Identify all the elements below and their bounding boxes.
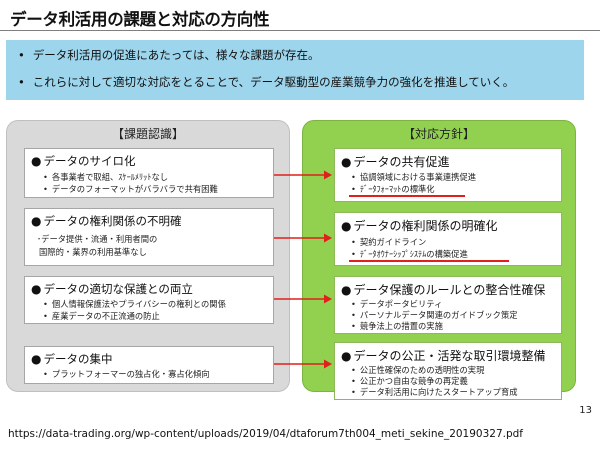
policy-item-text: データ利活用に向けたスタートアップ育成 (359, 387, 518, 397)
policy-item: •パーソナルデータ関連のガイドブック策定 (351, 309, 518, 321)
title-divider (0, 30, 600, 31)
issue-item: •データのフォーマットがバラバラで共有困難 (43, 183, 218, 195)
issue-title-text: データのサイロ化 (43, 154, 136, 168)
policy-item: •ﾃﾞｰﾀｵｳﾅｰｼｯﾌﾟｼｽﾃﾑの構築促進 (351, 248, 468, 260)
policy-card-protection: ●データ保護のルールとの整合性確保 •データポータビリティ •パーソナルデータ関… (334, 276, 562, 334)
policy-item: •協調領域における事業連携促進 (351, 171, 476, 183)
policy-item-text: 契約ガイドライン (359, 237, 427, 247)
summary-bullet: • (18, 48, 25, 62)
card-marker: ● (31, 154, 42, 168)
issue-title: ●データの集中 (31, 351, 112, 367)
summary-box: • データ利活用の促進にあたっては、様々な課題が存在。 • これらに対して適切な対応… (6, 40, 584, 100)
arrow-right-icon (274, 359, 332, 369)
policy-item: •データポータビリティ (351, 298, 442, 310)
summary-line-1: • データ利活用の促進にあたっては、様々な課題が存在。 (18, 47, 320, 63)
policy-title-text: データの共有促進 (353, 155, 450, 169)
issues-header: 【課題認識】 (111, 127, 184, 141)
item-bullet: • (351, 321, 356, 331)
page-title: データ利活用の課題と対応の方向性 (10, 10, 270, 29)
card-marker: ● (341, 349, 352, 363)
policy-item: •契約ガイドライン (351, 236, 426, 248)
policy-item-text: ﾃﾞｰﾀﾌｫｰﾏｯﾄの標準化 (359, 184, 435, 194)
arrow-right-icon (274, 233, 332, 243)
issue-item: •各事業者で取組、ｽｹｰﾙﾒﾘｯﾄなし (43, 171, 168, 183)
item-bullet: • (351, 376, 356, 386)
policy-item: •データ利活用に向けたスタートアップ育成 (351, 386, 518, 398)
issue-card-protection: ●データの適切な保護との両立 •個人情報保護法やプライバシーの権利との関係 •産… (24, 276, 274, 324)
issue-item-text: 産業データの不正流通の防止 (51, 311, 160, 321)
policy-item-text: パーソナルデータ関連のガイドブック策定 (359, 310, 518, 320)
issue-item: •産業データの不正流通の防止 (43, 310, 160, 322)
summary-bullet: • (18, 75, 25, 89)
policy-title: ●データ保護のルールとの整合性確保 (341, 281, 545, 298)
issue-title-text: データの権利関係の不明確 (43, 214, 182, 228)
item-bullet: • (43, 184, 48, 194)
source-url[interactable]: https://data-trading.org/wp-content/uplo… (8, 428, 524, 440)
policy-title-text: データの権利関係の明確化 (353, 219, 498, 233)
issue-item: •個人情報保護法やプライバシーの権利との関係 (43, 298, 226, 310)
item-bullet: • (351, 184, 356, 194)
policy-item: •競争法上の措置の実施 (351, 320, 443, 332)
item-bullet: • (43, 369, 48, 379)
policy-item-text: 公正性確保のための透明性の実現 (359, 365, 485, 375)
summary-line-2: • これらに対して適切な対応をとることで、データ駆動型の産業競争力の強化を推進して… (18, 74, 514, 90)
policy-item: •公正かつ自由な競争の再定義 (351, 375, 468, 387)
arrow-right-icon (274, 294, 332, 304)
policy-item: •ﾃﾞｰﾀﾌｫｰﾏｯﾄの標準化 (351, 183, 435, 195)
issue-line: 国際的・業界の利用基準なし (39, 247, 147, 257)
issue-title-text: データの適切な保護との両立 (43, 282, 193, 296)
item-bullet: • (351, 387, 356, 397)
issue-title: ●データの適切な保護との両立 (31, 281, 193, 297)
issue-title: ●データの権利関係の不明確 (31, 213, 181, 229)
policy-title-text: データの公正・活発な取引環境整備 (353, 349, 546, 363)
item-bullet: • (43, 311, 48, 321)
policy-item-text: ﾃﾞｰﾀｵｳﾅｰｼｯﾌﾟｼｽﾃﾑの構築促進 (359, 249, 468, 259)
policy-card-sharing: ●データの共有促進 •協調領域における事業連携促進 •ﾃﾞｰﾀﾌｫｰﾏｯﾄの標準… (334, 148, 562, 202)
policy-item-text: データポータビリティ (359, 299, 443, 309)
item-bullet: • (43, 299, 48, 309)
item-bullet: • (351, 237, 356, 247)
policy-title: ●データの権利関係の明確化 (341, 217, 498, 234)
issue-item-text: プラットフォーマーの独占化・寡占化傾向 (51, 369, 210, 379)
issue-line: ･データ提供・流通・利用者間の (37, 234, 158, 244)
summary-text: データ利活用の促進にあたっては、様々な課題が存在。 (32, 48, 320, 62)
issue-title: ●データのサイロ化 (31, 153, 135, 169)
item-bullet: • (351, 249, 356, 259)
issue-item-text: 個人情報保護法やプライバシーの権利との関係 (51, 299, 226, 309)
issue-item-text: データのフォーマットがバラバラで共有困難 (51, 184, 218, 194)
arrow-right-icon (274, 170, 332, 180)
policy-item-text: 公正かつ自由な競争の再定義 (359, 376, 468, 386)
policy-item-text: 競争法上の措置の実施 (359, 321, 443, 331)
highlight-underline (349, 195, 465, 197)
policy-title-text: データ保護のルールとの整合性確保 (353, 283, 546, 297)
card-marker: ● (341, 155, 352, 169)
card-marker: ● (341, 219, 352, 233)
policy-card-trade: ●データの公正・活発な取引環境整備 •公正性確保のための透明性の実現 •公正かつ… (334, 342, 562, 400)
item-bullet: • (351, 172, 356, 182)
card-marker: ● (341, 283, 352, 297)
issue-item: •プラットフォーマーの独占化・寡占化傾向 (43, 368, 210, 380)
issue-item-text: 各事業者で取組、ｽｹｰﾙﾒﾘｯﾄなし (51, 172, 169, 182)
policy-title: ●データの共有促進 (341, 153, 450, 170)
policy-item: •公正性確保のための透明性の実現 (351, 364, 484, 376)
item-bullet: • (43, 172, 48, 182)
page-number: 13 (579, 405, 592, 416)
policy-card-rights: ●データの権利関係の明確化 •契約ガイドライン •ﾃﾞｰﾀｵｳﾅｰｼｯﾌﾟｼｽﾃ… (334, 212, 562, 266)
item-bullet: • (351, 365, 356, 375)
issue-title-text: データの集中 (43, 352, 113, 366)
highlight-underline (349, 260, 509, 262)
policies-header: 【対応方針】 (402, 127, 475, 141)
issue-card-rights: ●データの権利関係の不明確 ･データ提供・流通・利用者間の 国際的・業界の利用基… (24, 208, 274, 266)
policy-item-text: 協調領域における事業連携促進 (359, 172, 477, 182)
issue-card-silo: ●データのサイロ化 •各事業者で取組、ｽｹｰﾙﾒﾘｯﾄなし •データのフォーマッ… (24, 148, 274, 198)
card-marker: ● (31, 282, 42, 296)
card-marker: ● (31, 214, 42, 228)
item-bullet: • (351, 299, 356, 309)
summary-text: これらに対して適切な対応をとることで、データ駆動型の産業競争力の強化を推進してい… (32, 75, 515, 89)
card-marker: ● (31, 352, 42, 366)
item-bullet: • (351, 310, 356, 320)
policy-title: ●データの公正・活発な取引環境整備 (341, 347, 546, 364)
issue-card-concentration: ●データの集中 •プラットフォーマーの独占化・寡占化傾向 (24, 346, 274, 384)
